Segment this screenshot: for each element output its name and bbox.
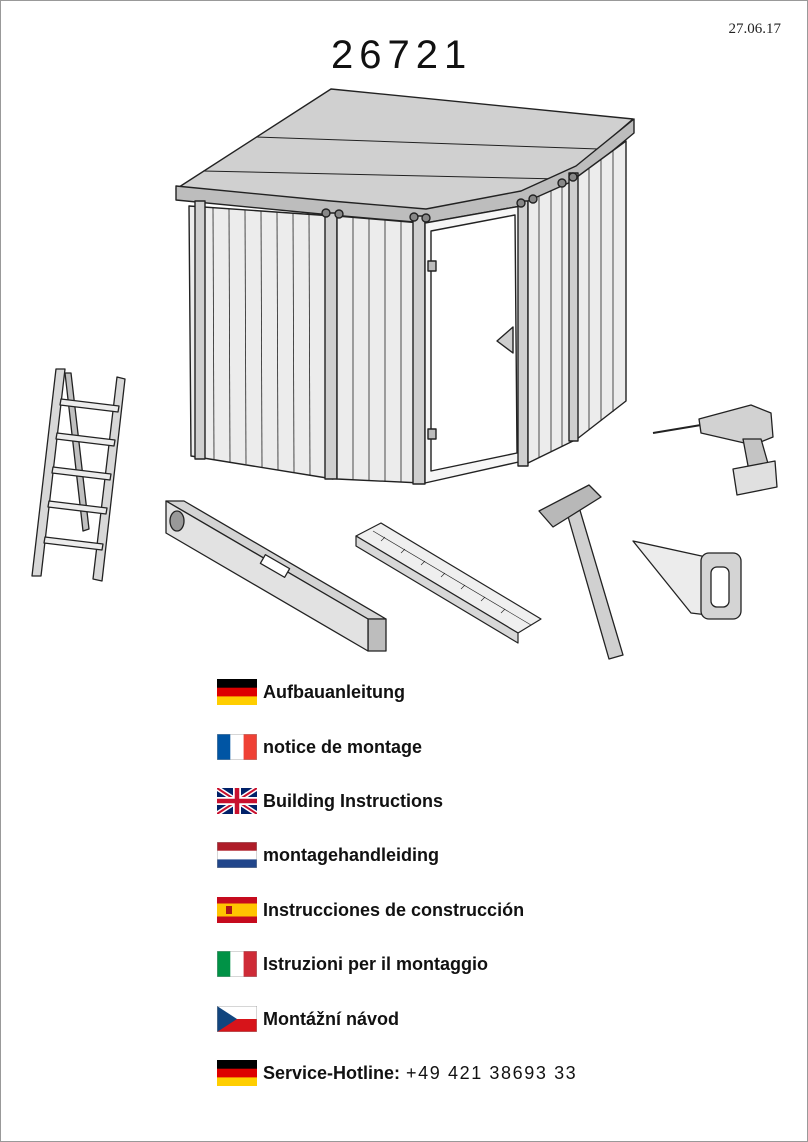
language-label-dutch: montagehandleiding xyxy=(263,844,440,865)
germany-flag-icon xyxy=(217,1060,257,1086)
language-row-english: Building Instructions xyxy=(217,786,443,816)
service-hotline-row: Service-Hotline: +49 421 38693 33 xyxy=(217,1058,577,1088)
service-hotline-number: +49 421 38693 33 xyxy=(406,1062,578,1083)
language-label-italian: Istruzioni per il montaggio xyxy=(263,953,488,974)
language-label-french: notice de montage xyxy=(263,736,423,757)
shed-door xyxy=(424,200,529,484)
folding-ruler-illustration xyxy=(355,522,542,644)
language-row-dutch: montagehandleiding xyxy=(217,840,439,870)
uk-flag-icon xyxy=(217,788,257,814)
germany-flag-icon xyxy=(217,679,257,705)
language-row-german: Aufbauanleitung xyxy=(217,677,405,707)
france-flag-icon xyxy=(217,734,257,760)
italy-flag-icon xyxy=(217,951,257,977)
hammer-illustration xyxy=(538,484,624,660)
shed-middle-wall xyxy=(336,215,426,485)
ladder-illustration xyxy=(31,368,126,582)
czech-flag-icon xyxy=(217,1006,257,1032)
model-number: 26721 xyxy=(331,33,473,77)
language-row-french: notice de montage xyxy=(217,732,422,762)
language-label-german: Aufbauanleitung xyxy=(263,681,405,702)
language-label-english: Building Instructions xyxy=(263,790,443,811)
service-hotline-label: Service-Hotline: xyxy=(263,1062,401,1083)
spain-flag-icon xyxy=(217,897,257,923)
shed-left-wall xyxy=(188,200,338,480)
handsaw-illustration xyxy=(632,540,742,620)
language-row-czech: Montážní návod xyxy=(217,1004,399,1034)
spirit-level-illustration xyxy=(165,500,387,652)
language-row-spanish: Instrucciones de construcción xyxy=(217,895,524,925)
language-label-spanish: Instrucciones de construcción xyxy=(263,899,525,920)
shed-right-wall xyxy=(527,140,627,464)
shed-illustration xyxy=(31,88,778,660)
drill-illustration xyxy=(652,404,778,496)
document-date: 27.06.17 xyxy=(728,21,782,37)
netherlands-flag-icon xyxy=(217,842,257,868)
shed-roof xyxy=(175,88,635,224)
language-row-italian: Istruzioni per il montaggio xyxy=(217,949,488,979)
language-label-czech: Montážní návod xyxy=(263,1008,399,1029)
